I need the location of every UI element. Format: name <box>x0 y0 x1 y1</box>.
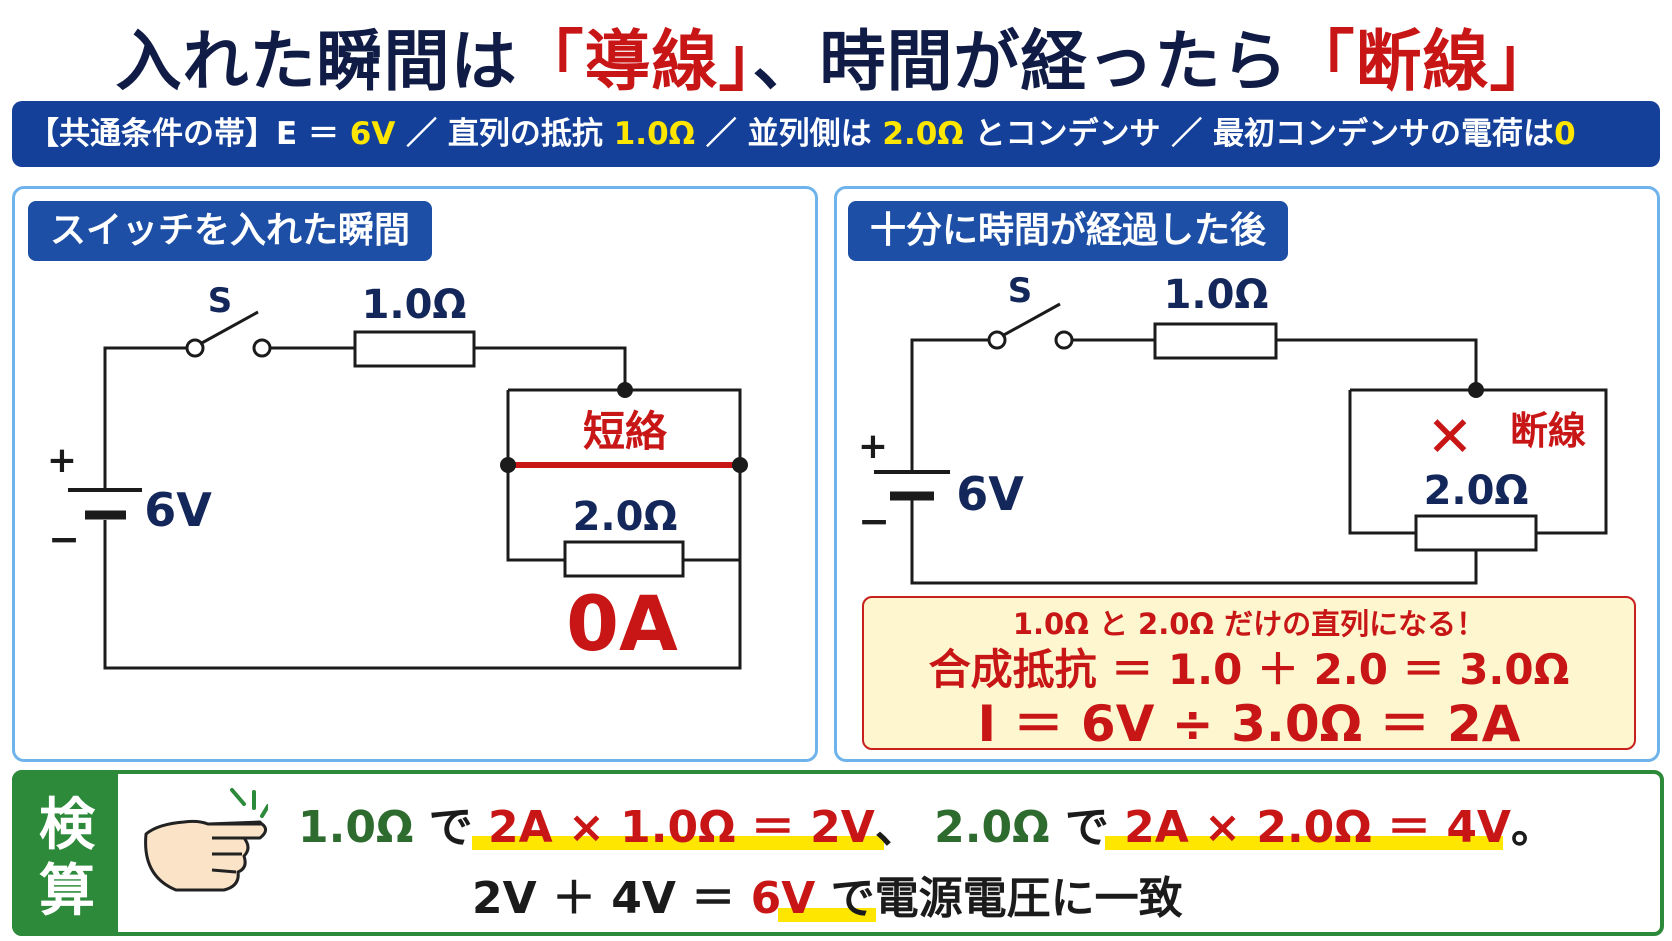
left-switch-terminal-b <box>252 338 272 358</box>
left-panel-tag: スイッチを入れた瞬間 <box>28 201 433 261</box>
verify-conclusion: で電源電圧に一致 <box>815 873 1183 924</box>
left-par-top <box>508 388 742 465</box>
right-par-left <box>1348 390 1416 535</box>
underline-calc-2 <box>1105 836 1503 850</box>
title-part1: 入れた瞬間は <box>115 23 518 100</box>
left-junction-left <box>500 457 516 473</box>
band-sep3: とコンデンサ ／ 最初コンデンサの電荷は <box>963 116 1555 152</box>
left-battery-label: 6V <box>144 483 212 537</box>
left-resistor-1 <box>353 330 476 368</box>
right-battery-plus: + <box>858 426 888 467</box>
right-switch-label: S <box>1008 271 1033 311</box>
verify-side-label <box>12 770 118 936</box>
right-panel-tag: 十分に時間が経過した後 <box>848 201 1289 261</box>
band-r-series: 1.0Ω <box>613 116 695 152</box>
left-par-left <box>506 390 565 562</box>
right-junction-top <box>1468 382 1484 398</box>
band-sep2: ／ 並列側は <box>695 116 883 152</box>
right-switch-lever <box>1001 302 1061 338</box>
verify-period: 。 <box>1510 802 1555 853</box>
band-e-value: 6V <box>349 116 396 152</box>
right-resistor-1 <box>1153 322 1278 360</box>
left-battery-plus: + <box>47 440 77 481</box>
left-resistor-2 <box>563 540 685 578</box>
left-switch-terminal-a <box>185 338 205 358</box>
left-switch-lever <box>199 310 259 346</box>
right-resistor-2 <box>1414 514 1538 552</box>
right-open-mark: ✕ <box>1427 405 1474 470</box>
result-line-2: 合成抵抗 ＝ 1.0 ＋ 2.0 ＝ 3.0Ω <box>928 645 1570 694</box>
verify-char-2: 算 <box>39 859 95 924</box>
title-part3: 、時間が経ったら <box>752 23 1289 100</box>
left-panel <box>12 186 818 762</box>
left-switch-label: S <box>208 281 233 321</box>
left-short-label: 短絡 <box>583 407 668 456</box>
underline-calc-1 <box>472 836 884 850</box>
verify-r2: 2.0Ω <box>934 802 1050 853</box>
verify-char-1: 検 <box>39 793 95 858</box>
condition-band-text: 【共通条件の帯】E ＝ 6V ／ 直列の抵抗 1.0Ω ／ 並列側は 2.0Ω … <box>28 101 1576 167</box>
band-sep1: ／ 直列の抵抗 <box>395 116 614 152</box>
left-junction-right <box>732 457 748 473</box>
right-r2-label: 2.0Ω <box>1424 468 1529 514</box>
verify-total: 6V <box>750 873 816 924</box>
result-line-1: 1.0Ω と 2.0Ω だけの直列になる！ <box>1012 607 1486 641</box>
title-part2: 「導線」 <box>517 23 753 100</box>
band-r-parallel: 2.0Ω <box>882 116 964 152</box>
verify-line-2: 2V ＋ 4V ＝ 6V で電源電圧に一致 <box>472 862 1183 926</box>
right-switch-terminal-b <box>1054 330 1074 350</box>
band-q0: 0 <box>1554 116 1576 152</box>
left-r1-label: 1.0Ω <box>362 282 467 328</box>
right-r1-label: 1.0Ω <box>1164 272 1269 318</box>
right-open-label: 断線 <box>1510 409 1586 453</box>
page-title: 入れた瞬間は「導線」、時間が経ったら「断線」 <box>0 8 1672 104</box>
left-r2-label: 2.0Ω <box>573 494 678 540</box>
left-wire-top-c <box>474 346 627 390</box>
verify-sum: 2V ＋ 4V ＝ <box>472 873 751 924</box>
right-wire-left-upper <box>910 338 990 470</box>
verify-r1: 1.0Ω <box>298 802 414 853</box>
right-battery-minus: − <box>858 499 890 543</box>
right-wire-bottom <box>910 500 1478 585</box>
right-battery-label: 6V <box>956 467 1024 521</box>
left-junction-top <box>617 382 633 398</box>
verify-de-1: で <box>413 802 488 853</box>
left-current-label: 0A <box>566 579 678 668</box>
left-battery-minus: − <box>48 517 80 561</box>
condition-band <box>12 101 1660 167</box>
right-wire-top-c <box>1276 338 1478 390</box>
verify-calc-2: 2A × 2.0Ω ＝ 4V <box>1124 802 1511 853</box>
pointing-hand-icon <box>144 788 268 892</box>
result-box <box>862 596 1636 750</box>
right-switch-terminal-a <box>987 330 1007 350</box>
title-part4: 「断線」 <box>1288 23 1557 100</box>
band-prefix: 【共通条件の帯】E ＝ <box>28 116 350 152</box>
verify-de-2: で <box>1049 802 1125 853</box>
left-wire-bottom <box>103 465 742 670</box>
result-line-3: I ＝ 6V ÷ 3.0Ω ＝ 2A <box>977 695 1521 753</box>
verify-comma: 、 <box>874 802 935 853</box>
verify-line-1: 1.0Ω で 2A × 1.0Ω ＝ 2V、 2.0Ω で 2A × 2.0Ω … <box>298 791 1555 855</box>
verify-calc-1: 2A × 1.0Ω ＝ 2V <box>488 802 875 853</box>
underline-total <box>778 908 876 922</box>
